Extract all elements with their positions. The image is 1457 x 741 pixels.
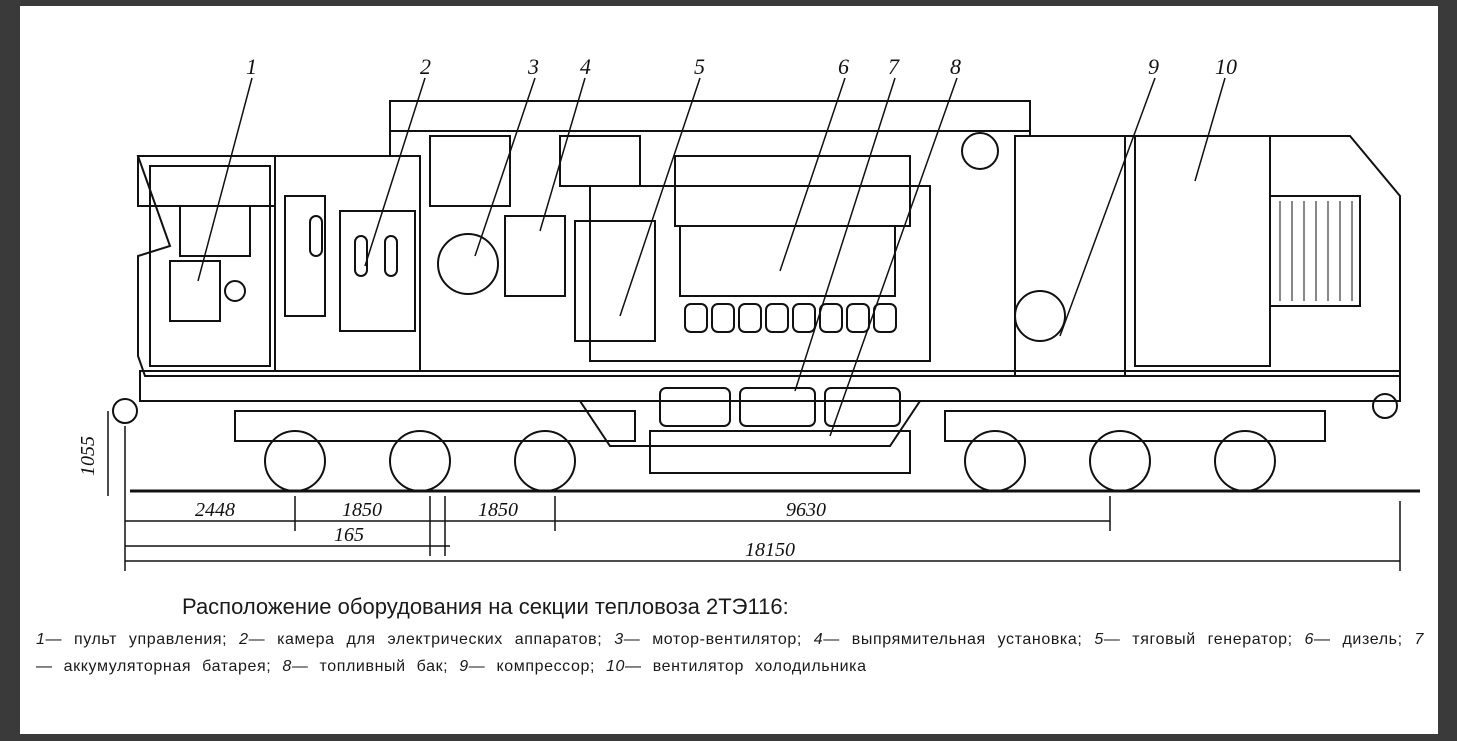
apparatus-chamber: [274, 155, 421, 372]
dim-height: 1055: [77, 436, 99, 476]
body-outline: [136, 130, 1401, 377]
callout-4: 4: [580, 54, 591, 79]
roof-hatch: [389, 100, 1031, 132]
legend-text: дизель;: [1342, 631, 1403, 648]
front-bogie-frame: [234, 410, 636, 442]
legend-item-10: 10— вентилятор холодильника: [606, 658, 867, 675]
legend: 1— пульт управления; 2— камера для элект…: [36, 626, 1424, 680]
motor-fan-body: [437, 233, 499, 295]
legend-num: 5: [1094, 631, 1104, 648]
callout-numbers: 1 2 3 4 5 6 7 8 9 10: [246, 54, 1237, 79]
rear-bogie-frame: [944, 410, 1326, 442]
legend-text: тяговый генератор;: [1132, 631, 1293, 648]
callout-5: 5: [694, 54, 705, 79]
legend-text: топливный бак;: [319, 658, 449, 675]
battery-box: [649, 430, 911, 474]
rectifier-cabinet: [559, 135, 641, 187]
legend-text: компрессор;: [496, 658, 595, 675]
dim-axle-2: 1850: [478, 499, 518, 521]
fuel-tank: [578, 400, 922, 447]
locomotive-drawing: 1 2 3 4 5 6 7 8 9 10 1055 2448 1850 1850…: [77, 54, 1420, 571]
legend-text: аккумуляторная батарея;: [63, 658, 272, 675]
rectifier: [504, 215, 566, 297]
dim-bogie-centers: 9630: [786, 499, 826, 521]
legend-item-9: 9— компрессор;: [459, 658, 595, 675]
legend-num: 10: [606, 658, 626, 675]
rear-coupler: [1372, 393, 1398, 419]
legend-text: выпрямительная установка;: [851, 631, 1083, 648]
compressor-housing: [1014, 135, 1126, 377]
callout-8: 8: [950, 54, 961, 79]
driver-seat: [224, 280, 246, 302]
legend-text: мотор-вентилятор;: [652, 631, 802, 648]
dim-axle-1: 1850: [342, 499, 382, 521]
legend-text: пульт управления;: [73, 631, 228, 648]
tank-segment: [739, 387, 816, 427]
legend-item-2: 2— камера для электрических аппаратов;: [239, 631, 603, 648]
diesel-cylinders: [679, 225, 896, 297]
callout-6: 6: [838, 54, 849, 79]
door-left: [284, 195, 326, 317]
legend-item-7: 7— аккумуляторная батарея;: [36, 631, 1424, 675]
radiator: [1269, 195, 1361, 307]
legend-num: 6: [1304, 631, 1315, 648]
drawing-sheet: 1 2 3 4 5 6 7 8 9 10 1055 2448 1850 1850…: [20, 6, 1438, 734]
legend-num: 9: [459, 658, 469, 675]
dim-front-overhang: 2448: [195, 499, 235, 521]
legend-num: 7: [1414, 631, 1424, 648]
legend-item-1: 1— пульт управления;: [36, 631, 228, 648]
front-coupler: [112, 398, 138, 424]
control-desk: [169, 260, 221, 322]
cab-window: [179, 205, 251, 257]
legend-item-4: 4— выпрямительная установка;: [813, 631, 1083, 648]
legend-num: 4: [813, 631, 824, 648]
callout-2: 2: [420, 54, 431, 79]
callout-1: 1: [246, 54, 257, 79]
tank-segment: [659, 387, 731, 427]
motor-fan-housing: [429, 135, 511, 207]
legend-item-3: 3— мотор-вентилятор;: [614, 631, 802, 648]
legend-num: 8: [282, 658, 292, 675]
generator: [574, 220, 656, 342]
top-fan: [961, 132, 999, 170]
porthole: [384, 235, 398, 277]
door-right: [339, 210, 416, 332]
diesel-ports: [684, 303, 897, 333]
porthole: [354, 235, 368, 277]
cooler-section: [1134, 135, 1271, 367]
legend-text: вентилятор холодильника: [652, 658, 867, 675]
dim-total-length: 18150: [745, 539, 795, 561]
callout-3: 3: [527, 54, 539, 79]
callout-10: 10: [1215, 54, 1237, 79]
compressor: [1014, 290, 1066, 342]
porthole: [309, 215, 323, 257]
cab-roof: [137, 155, 276, 207]
callout-leaders: [197, 77, 1226, 437]
legend-num: 3: [614, 631, 624, 648]
legend-item-6: 6— дизель;: [1304, 631, 1403, 648]
callout-7: 7: [888, 54, 900, 79]
legend-item-8: 8— топливный бак;: [282, 658, 449, 675]
diesel-top: [674, 155, 911, 227]
legend-num: 1: [36, 631, 46, 648]
tank-segment: [824, 387, 901, 427]
legend-text: камера для электрических аппаратов;: [277, 631, 603, 648]
callout-9: 9: [1148, 54, 1159, 79]
dim-offset: 165: [334, 524, 364, 546]
dimension-lines: [107, 411, 1401, 571]
caption-title: Расположение оборудования на секции тепл…: [182, 594, 789, 619]
diesel-block: [589, 185, 931, 362]
cab: [149, 165, 271, 367]
legend-item-5: 5— тяговый генератор;: [1094, 631, 1293, 648]
legend-num: 2: [239, 631, 249, 648]
